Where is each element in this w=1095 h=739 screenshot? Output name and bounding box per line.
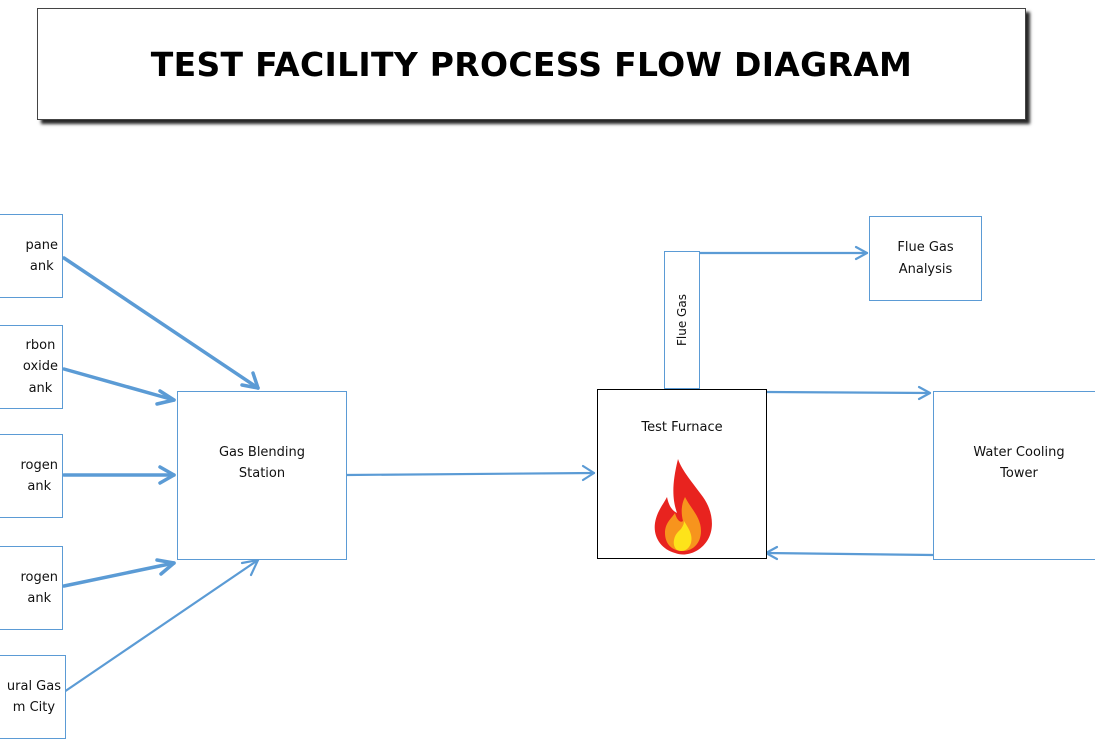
flue-gas-analysis: Flue Gas Analysis xyxy=(869,216,982,301)
supply-tank-2: rbon oxide ank xyxy=(0,325,63,409)
title-box: TEST FACILITY PROCESS FLOW DIAGRAM xyxy=(37,8,1026,120)
flue-gas-analysis-label: Flue Gas Analysis xyxy=(897,240,954,277)
gas-blending-station-label: Gas Blending Station xyxy=(218,445,306,482)
connector-furnace-to-tower xyxy=(765,390,932,395)
supply-tank-4-label: rogen ank xyxy=(20,569,58,606)
connector-tank5-to-blending xyxy=(62,558,260,694)
test-furnace-label: Test Furnace xyxy=(641,420,723,435)
arrowhead-tower xyxy=(917,385,932,401)
supply-tank-4: rogen ank xyxy=(0,546,63,630)
arrowhead-tank3 xyxy=(158,465,176,485)
water-cooling-tower-label: Water Cooling Tower xyxy=(973,445,1065,482)
supply-tank-5: ural Gas m City xyxy=(0,655,66,739)
supply-tank-3: rogen ank xyxy=(0,434,63,518)
connector-tower-to-furnace xyxy=(764,551,935,557)
test-furnace: Test Furnace xyxy=(597,389,767,559)
supply-tank-5-label: ural Gas m City xyxy=(6,678,61,715)
gas-blending-station: Gas Blending Station xyxy=(177,391,347,560)
supply-tank-1: pane ank xyxy=(0,214,63,298)
water-cooling-tower: Water Cooling Tower xyxy=(933,391,1095,560)
arrowhead-tank5 xyxy=(240,558,260,577)
connector-tank4-to-blending xyxy=(62,561,176,588)
connector-tank1-to-blending xyxy=(62,256,260,390)
supply-tank-1-label: pane ank xyxy=(25,237,58,274)
arrowhead-tank4 xyxy=(155,558,176,576)
flue-gas-stack-label: Flue Gas xyxy=(675,294,689,346)
flue-gas-stack: Flue Gas xyxy=(664,251,700,389)
supply-tank-2-label: rbon oxide ank xyxy=(22,337,58,396)
diagram-title: TEST FACILITY PROCESS FLOW DIAGRAM xyxy=(150,44,913,84)
arrowhead-tank2 xyxy=(155,389,176,406)
connector-tank2-to-blending xyxy=(62,367,176,402)
supply-tank-3-label: rogen ank xyxy=(20,457,58,494)
arrowhead-furnace-in xyxy=(581,464,596,482)
connector-blending-to-furnace xyxy=(344,471,596,477)
flame-icon xyxy=(654,459,712,555)
arrowhead-analysis xyxy=(854,245,869,261)
arrowhead-tank1 xyxy=(240,371,260,390)
